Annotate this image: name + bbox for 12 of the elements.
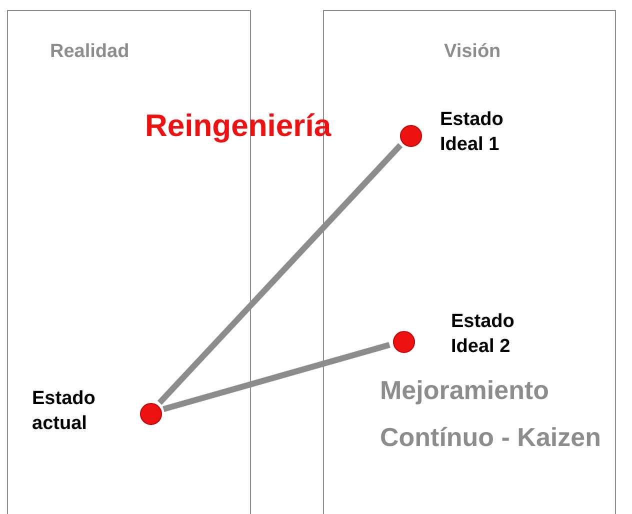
state-dot (400, 125, 422, 147)
state-label: Estado actual (32, 387, 96, 436)
panel-title: Visión (444, 41, 501, 63)
connector-line (162, 342, 390, 412)
edge-label: Reingeniería (145, 107, 332, 145)
panel-title: Realidad (50, 41, 130, 63)
state-label: Estado Ideal 2 (451, 310, 516, 359)
connector-line (157, 143, 403, 405)
state-dot (393, 331, 415, 353)
edge-label: Mejoramiento Contínuo - Kaizen (380, 374, 602, 454)
state-dot (140, 403, 162, 425)
state-label: Estado Ideal 1 (440, 108, 504, 157)
